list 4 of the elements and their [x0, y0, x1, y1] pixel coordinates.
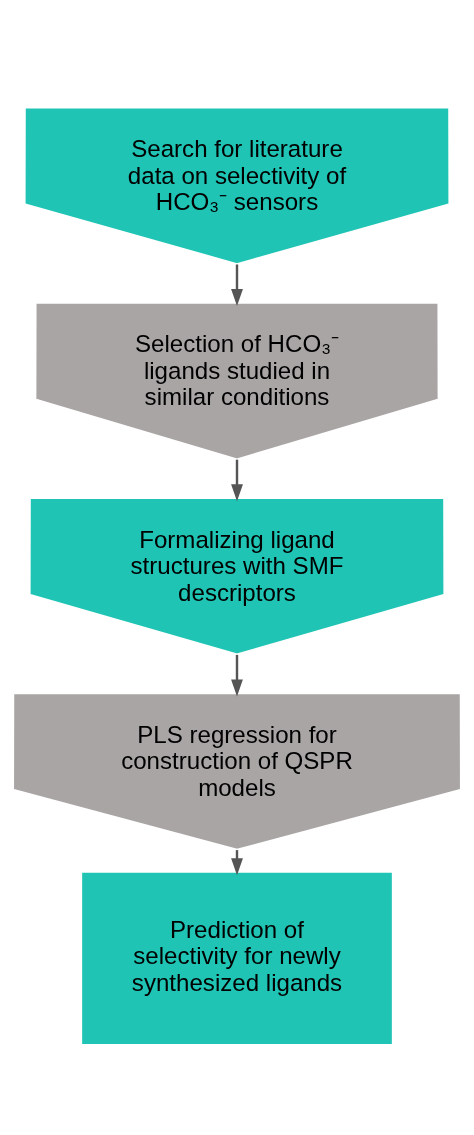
node-box: Prediction of selectivity for newly synthesized ligands: [79, 869, 395, 1046]
arrow: [231, 654, 243, 696]
arrow: [231, 263, 243, 306]
arrow: [231, 459, 243, 501]
